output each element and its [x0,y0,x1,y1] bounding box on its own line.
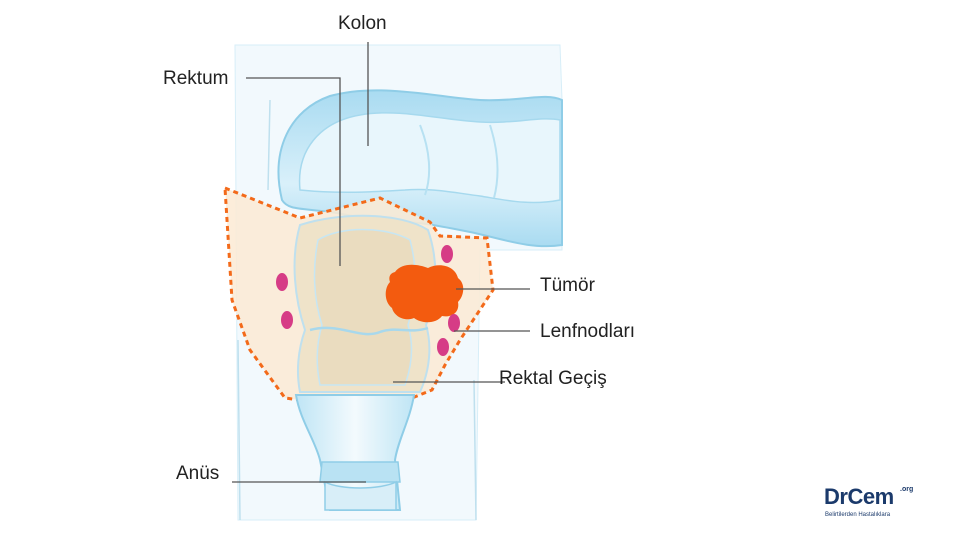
logo-dr: Dr [824,484,848,509]
rectal-fold [309,326,429,336]
rektum-leader [246,77,341,266]
lymph-node [281,311,293,329]
anal-opening [324,480,397,511]
label-tumor: Tümör [540,275,595,296]
tumor-shape [385,264,464,323]
lymph-node [448,314,460,332]
label-kolon: Kolon [338,13,387,34]
side-wall-right [473,379,477,521]
lymph-node [437,338,449,356]
label-rektum: Rektum [163,68,229,89]
logo-tagline: Belirtilerden Hastalıklara [825,512,891,518]
logo-wordmark: DrCem [824,486,894,508]
anal-sphincter [319,461,401,483]
label-lenfnodlari: Lenfnodları [540,321,636,342]
side-wall-left [237,99,271,521]
colon-inner-lumen [298,112,561,204]
logo-org: .org [900,486,914,493]
label-rektal-gecis: Rektal Geçiş [499,368,607,389]
lymph-node [276,273,288,291]
logo-cem: Cem [847,484,894,509]
label-anus: Anüs [176,463,220,484]
drcem-logo: DrCem .org Belirtilerden Hastalıklara [824,486,920,522]
lymph-node [441,245,453,263]
rectum-lumen [313,228,416,386]
colon-fold [419,124,499,199]
